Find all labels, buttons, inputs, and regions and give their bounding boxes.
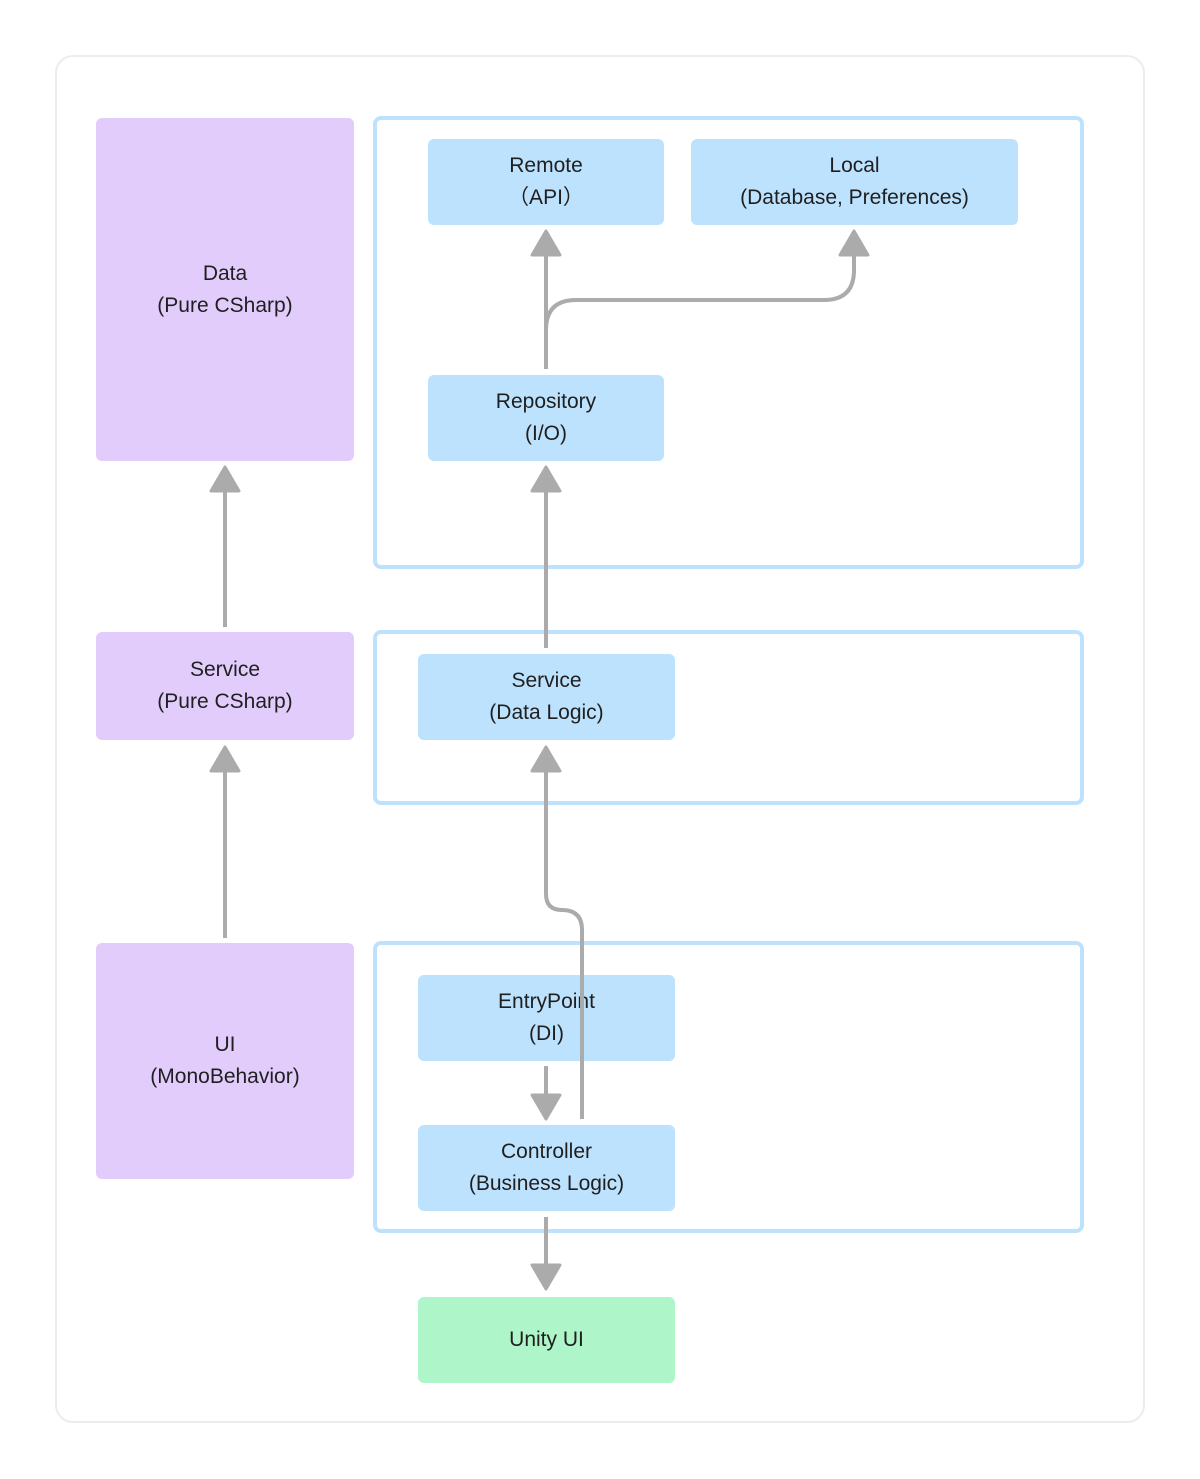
repository-subtitle: (I/O) — [525, 422, 567, 445]
controller-box: Controller (Business Logic) — [418, 1125, 675, 1211]
ui-layer-title: UI — [214, 1033, 236, 1056]
local-subtitle: (Database, Preferences) — [740, 186, 969, 209]
entrypoint-subtitle: (DI) — [529, 1022, 564, 1045]
data-layer-subtitle: (Pure CSharp) — [157, 293, 293, 317]
entrypoint-box: EntryPoint (DI) — [418, 975, 675, 1061]
entrypoint-title: EntryPoint — [498, 990, 595, 1013]
data-layer-title: Data — [202, 261, 248, 285]
local-box: Local (Database, Preferences) — [691, 139, 1018, 225]
data-layer-group — [373, 116, 1084, 569]
remote-title: Remote — [509, 154, 583, 177]
data-logic-service-box: Service (Data Logic) — [418, 654, 675, 740]
data-logic-service-title: Service — [511, 669, 582, 692]
data-layer-box: Data (Pure CSharp) — [96, 118, 354, 461]
service-layer-box: Service (Pure CSharp) — [96, 632, 354, 740]
service-layer-title: Service — [189, 658, 261, 681]
repository-box: Repository (I/O) — [428, 375, 664, 461]
ui-layer-box: UI (MonoBehavior) — [96, 943, 354, 1179]
controller-subtitle: (Business Logic) — [468, 1172, 625, 1195]
data-logic-service-subtitle: (Data Logic) — [489, 701, 604, 724]
service-layer-subtitle: (Pure CSharp) — [157, 690, 293, 713]
remote-box: Remote （API） — [428, 139, 664, 225]
ui-layer-group — [373, 941, 1084, 1233]
ui-layer-subtitle: (MonoBehavior) — [150, 1065, 300, 1088]
remote-subtitle: （API） — [508, 186, 584, 209]
local-title: Local — [829, 154, 880, 177]
controller-title: Controller — [500, 1140, 593, 1163]
unity-ui-title: Unity UI — [509, 1328, 584, 1351]
repository-title: Repository — [495, 390, 597, 413]
service-layer-group — [373, 630, 1084, 805]
unity-ui-box: Unity UI — [418, 1297, 675, 1383]
